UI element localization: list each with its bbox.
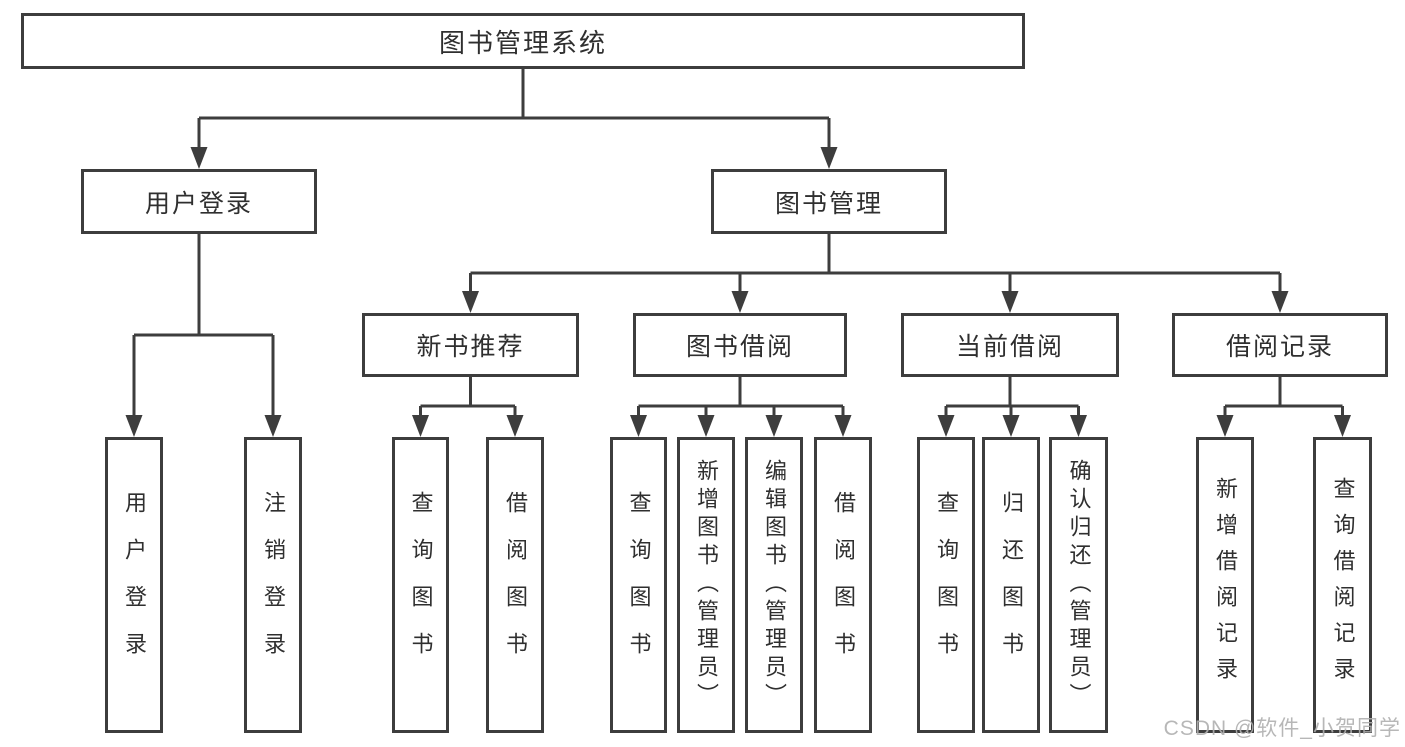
node-root: 图书管理系统	[21, 13, 1025, 69]
arrowhead	[697, 415, 715, 437]
arrowhead	[264, 415, 282, 437]
node-leaf-borrow-book-2: 借阅图书	[814, 437, 872, 733]
node-label: 归还图书	[999, 491, 1024, 679]
node-label: 借阅图书	[831, 491, 856, 679]
node-label: 当前借阅	[955, 333, 1064, 361]
node-leaf-add-borrow-record: 新增借阅记录	[1196, 437, 1254, 733]
connector-current-borrow	[944, 377, 1080, 421]
node-label: 图书借阅	[685, 333, 794, 361]
node-label: 确认归还（管理员）	[1066, 459, 1092, 711]
arrowhead	[630, 415, 647, 437]
node-label: 图书管理	[774, 189, 883, 218]
arrowhead	[506, 415, 524, 437]
node-book-mgmt: 图书管理	[711, 169, 947, 234]
node-book-borrow: 图书借阅	[633, 313, 847, 377]
node-label: 查询图书	[934, 491, 959, 679]
node-leaf-borrow-book-1: 借阅图书	[486, 437, 544, 733]
connector-book-borrow	[637, 377, 845, 421]
arrowhead	[820, 147, 838, 169]
arrowhead	[190, 147, 208, 169]
watermark: CSDN @软件_小贺同学	[1163, 717, 1401, 740]
node-label: 用户登录	[122, 491, 147, 679]
node-leaf-edit-book: 编辑图书（管理员）	[745, 437, 803, 733]
node-label: 编辑图书（管理员）	[762, 459, 787, 711]
node-leaf-return-book: 归还图书	[982, 437, 1040, 733]
node-label: 查询图书	[626, 491, 652, 679]
arrowhead	[937, 415, 955, 437]
connector-book-mgmt	[469, 234, 1282, 297]
node-current-borrow: 当前借阅	[901, 313, 1119, 377]
node-label: 借阅图书	[503, 491, 528, 679]
arrowhead	[1216, 415, 1234, 437]
connector-root	[197, 69, 831, 153]
connector-user-login	[132, 234, 275, 421]
arrowhead	[834, 415, 852, 437]
node-leaf-query-book-2: 查询图书	[610, 437, 667, 733]
connector-borrow-records	[1223, 377, 1344, 421]
arrowhead	[462, 291, 479, 313]
node-leaf-add-book: 新增图书（管理员）	[677, 437, 735, 733]
node-label: 查询借阅记录	[1330, 477, 1356, 693]
arrowhead	[125, 415, 143, 437]
node-label: 图书管理系统	[438, 27, 607, 58]
arrowhead	[765, 415, 783, 437]
node-borrow-records: 借阅记录	[1172, 313, 1388, 377]
arrowhead	[412, 415, 429, 437]
arrowhead	[1271, 291, 1289, 313]
node-label: 注销登录	[261, 491, 286, 679]
node-leaf-user-login: 用户登录	[105, 437, 163, 733]
arrowhead	[1001, 291, 1019, 313]
node-leaf-logout: 注销登录	[244, 437, 302, 733]
node-label: 新增借阅记录	[1213, 477, 1238, 693]
node-leaf-query-borrow-record: 查询借阅记录	[1313, 437, 1372, 733]
node-label: 用户登录	[144, 189, 253, 218]
arrowhead	[731, 291, 749, 313]
node-new-book-rec: 新书推荐	[362, 313, 579, 377]
node-label: 新增图书（管理员）	[694, 459, 719, 711]
arrowhead	[1070, 415, 1087, 437]
node-label: 借阅记录	[1225, 333, 1334, 361]
node-user-login: 用户登录	[81, 169, 317, 234]
arrowhead	[1334, 415, 1351, 437]
node-label: 新书推荐	[416, 333, 525, 361]
node-label: 查询图书	[408, 491, 434, 679]
node-leaf-confirm-return: 确认归还（管理员）	[1049, 437, 1108, 733]
node-leaf-query-book-3: 查询图书	[917, 437, 975, 733]
connector-new-book-rec	[419, 377, 517, 421]
arrowhead	[1002, 415, 1020, 437]
node-leaf-query-book-1: 查询图书	[392, 437, 449, 733]
